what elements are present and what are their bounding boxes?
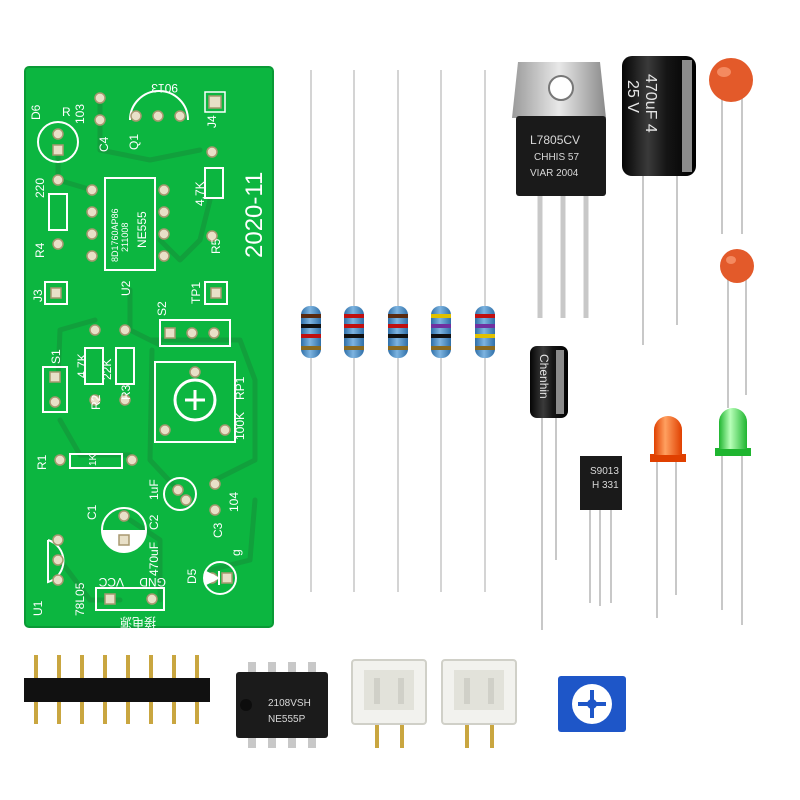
label-c2: C2 <box>147 514 161 530</box>
label-104: 104 <box>227 492 241 512</box>
transistor-marking-1: S9013 <box>590 466 619 477</box>
label-chip-marking-a: 8D1760AP86 <box>110 208 120 262</box>
label-vcc: VCC <box>98 575 124 589</box>
resistor-5 <box>475 70 495 592</box>
label-c3: C3 <box>211 522 225 538</box>
label-rp1: RP1 <box>233 376 247 400</box>
ceramic-capacitor-2 <box>720 249 754 408</box>
rp1-footprint-cross <box>185 390 205 410</box>
transistor-s9013: S9013 H 331 <box>580 456 622 606</box>
label-tp1: TP1 <box>189 282 203 304</box>
label-c4: C4 <box>97 136 111 152</box>
rp1-footprint-dial <box>173 378 217 422</box>
ceramic-capacitor-1 <box>709 58 753 234</box>
pcb-silkscreen <box>37 90 237 611</box>
label-220: 220 <box>33 178 47 198</box>
label-u2: U2 <box>119 280 133 296</box>
label-r2: R2 <box>89 394 103 410</box>
pcb-pads <box>49 91 233 605</box>
label-d5: D5 <box>185 568 199 584</box>
electrolytic-capacitor-small: Chenhin <box>530 346 568 630</box>
resistor-3 <box>388 70 408 592</box>
label-r: R <box>62 105 71 119</box>
label-9013: 9013 <box>151 81 178 95</box>
label-j3: J3 <box>31 289 45 302</box>
label-u1: U1 <box>31 600 45 616</box>
connector-2pin-2 <box>441 659 517 748</box>
label-1uf: 1uF <box>147 479 161 500</box>
resistor-1 <box>301 70 321 592</box>
capacitor-voltage: 25 V <box>624 80 641 113</box>
led-red <box>650 416 686 618</box>
pcb-labels: D6 R 103 C4 9013 Q1 J4 2020-11 220 4.7K … <box>29 81 268 630</box>
regulator-marking-1: L7805CV <box>530 133 580 147</box>
label-power-input: 接电源 <box>120 615 156 630</box>
label-g: g <box>229 549 243 556</box>
label-r3: R3 <box>119 384 133 400</box>
label-r4: R4 <box>33 242 47 258</box>
label-103: 103 <box>73 104 87 124</box>
ic-ne555: 2108VSH NE555P <box>236 662 328 748</box>
label-100k: 100K <box>233 412 247 440</box>
electrolytic-capacitor-470uf: 470uF 4 25 V <box>622 56 696 345</box>
connector-2pin-1 <box>351 659 427 748</box>
label-r1: R1 <box>35 454 49 470</box>
label-chip-marking-b: 211008 <box>120 223 130 252</box>
resistor-2 <box>344 70 364 592</box>
pcb-board: D6 R 103 C4 9013 Q1 J4 2020-11 220 4.7K … <box>24 66 274 630</box>
label-s2: S2 <box>155 301 169 316</box>
pin-header-8 <box>24 655 210 724</box>
capacitor-rating: 470uF 4 <box>642 74 659 133</box>
label-ne555: NE555 <box>135 211 149 248</box>
label-s1: S1 <box>49 349 63 364</box>
label-22k: 22K <box>100 359 114 380</box>
trimmer-potentiometer <box>558 676 626 732</box>
ic-marking-2: NE555P <box>268 714 306 725</box>
led-green <box>715 408 751 625</box>
label-j4: J4 <box>205 115 219 128</box>
label-c1: C1 <box>85 504 99 520</box>
d5-symbol-icon <box>205 570 221 586</box>
transistor-marking-2: H 331 <box>592 480 619 491</box>
voltage-regulator-l7805: L7805CV CHHIS 57 VIAR 2004 <box>512 62 606 318</box>
label-gnd: GND <box>139 575 166 589</box>
label-78l05: 78L05 <box>73 582 87 616</box>
label-1k: 1K <box>88 453 99 466</box>
regulator-marking-3: VIAR 2004 <box>530 168 579 179</box>
label-4.7k-top: 4.7K <box>193 181 207 206</box>
capacitor-brand: Chenhin <box>537 354 551 399</box>
label-4.7k: 4.7K <box>75 353 89 378</box>
label-470uf: 470uF <box>147 542 161 576</box>
resistors <box>301 70 495 592</box>
board-date: 2020-11 <box>241 172 268 258</box>
resistor-4 <box>431 70 451 592</box>
label-q1: Q1 <box>127 134 141 150</box>
label-r5: R5 <box>209 238 223 254</box>
regulator-marking-2: CHHIS 57 <box>534 152 579 163</box>
label-d6: D6 <box>29 104 43 120</box>
ic-marking-1: 2108VSH <box>268 698 311 709</box>
